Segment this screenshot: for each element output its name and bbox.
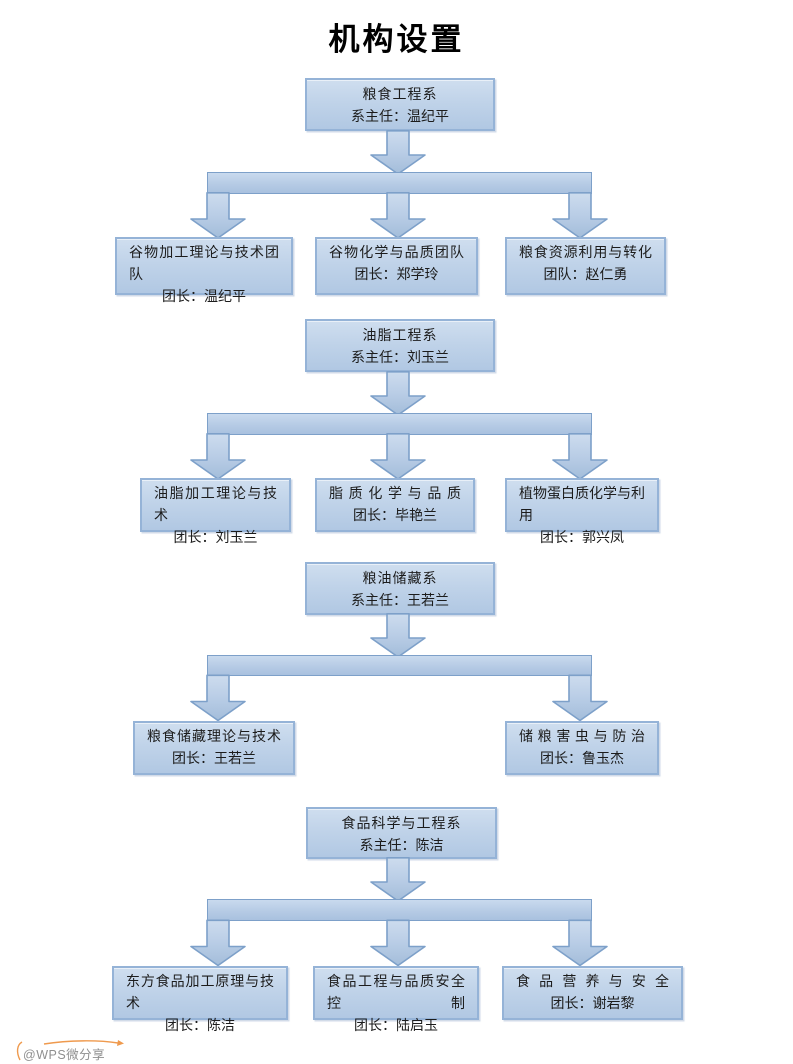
team-box: 脂质化学与品质 团长：毕艳兰: [315, 478, 475, 532]
down-arrow-icon: [370, 192, 426, 239]
team-box: 谷物加工理论与技术团队 团长：温纪平: [115, 237, 293, 305]
team-name: 粮食资源利用与转化: [519, 246, 652, 261]
connector-bar: [207, 899, 592, 921]
team-box: 粮食储藏理论与技术 团长：王若兰: [133, 721, 295, 775]
team-leader-label: 团长：郭兴凤: [540, 531, 624, 546]
down-arrow-icon: [552, 919, 608, 967]
team-leader-label: 团长：郑学玲: [354, 268, 439, 283]
team-box: 储粮害虫与防治 团长：鲁玉杰: [505, 721, 659, 775]
down-arrow-icon: [370, 371, 426, 416]
dept-box: 食品科学与工程系 系主任：陈洁: [306, 807, 497, 859]
down-arrow-icon: [190, 674, 246, 722]
connector-bar: [207, 172, 592, 194]
team-box: 油脂加工理论与技术 团长：刘玉兰: [140, 478, 291, 546]
team-name: 食品工程与品质安全控制: [327, 975, 465, 1012]
down-arrow-icon: [370, 857, 426, 902]
watermark-text: @WPS微分享: [23, 1048, 106, 1062]
down-arrow-icon: [190, 433, 246, 480]
team-box: 谷物化学与品质团队 团长：郑学玲: [315, 237, 478, 295]
team-leader-label: 团长：陈洁: [165, 1019, 235, 1034]
down-arrow-icon: [552, 433, 608, 480]
dept-head-label: 系主任：王若兰: [351, 594, 449, 609]
team-name: 谷物加工理论与技术团队: [129, 246, 279, 283]
team-leader-label: 团长：陆启玉: [354, 1019, 438, 1034]
team-leader-label: 团长：谢岩黎: [550, 997, 635, 1012]
down-arrow-icon: [370, 433, 426, 480]
dept-head-label: 系主任：陈洁: [359, 839, 444, 854]
down-arrow-icon: [190, 919, 246, 967]
team-leader-label: 团长：温纪平: [162, 290, 246, 305]
down-arrow-icon: [370, 919, 426, 967]
team-name: 粮食储藏理论与技术: [147, 730, 281, 745]
team-name: 储粮害虫与防治: [519, 730, 645, 745]
down-arrow-icon: [370, 613, 426, 658]
team-box: 粮食资源利用与转化 团队：赵仁勇: [505, 237, 666, 295]
down-arrow-icon: [190, 192, 246, 239]
watermark-swoosh-icon: [16, 1040, 124, 1061]
dept-name: 粮食工程系: [362, 88, 438, 103]
down-arrow-icon: [552, 674, 608, 722]
team-leader-label: 团长：毕艳兰: [353, 509, 437, 524]
dept-head-label: 系主任：刘玉兰: [351, 351, 449, 366]
team-name: 食品营养与安全: [516, 975, 669, 990]
dept-name: 食品科学与工程系: [341, 817, 462, 832]
dept-name: 粮油储藏系: [362, 572, 438, 587]
team-box: 食品营养与安全 团长：谢岩黎: [502, 966, 683, 1020]
watermark: @WPS微分享: [14, 1040, 144, 1064]
team-leader-label: 团长：刘玉兰: [173, 531, 258, 546]
dept-name: 油脂工程系: [362, 329, 438, 344]
dept-box: 油脂工程系 系主任：刘玉兰: [305, 319, 495, 372]
team-leader-label: 团长：鲁玉杰: [540, 752, 624, 767]
team-leader-label: 团长：王若兰: [172, 752, 256, 767]
dept-head-label: 系主任：温纪平: [351, 110, 449, 125]
team-box: 食品工程与品质安全控制 团长：陆启玉: [313, 966, 479, 1034]
team-box: 植物蛋白质化学与利用 团长：郭兴凤: [505, 478, 659, 546]
connector-bar: [207, 413, 592, 435]
team-name: 油脂加工理论与技术: [154, 487, 277, 524]
connector-bar: [207, 655, 592, 676]
team-leader-label: 团队：赵仁勇: [543, 268, 628, 283]
page-title: 机构设置: [328, 22, 465, 57]
team-name: 谷物化学与品质团队: [329, 246, 464, 261]
team-name: 植物蛋白质化学与利用: [519, 487, 645, 524]
team-name: 东方食品加工原理与技术: [126, 975, 274, 1012]
dept-box: 粮食工程系 系主任：温纪平: [305, 78, 495, 131]
team-name: 脂质化学与品质: [329, 487, 461, 502]
down-arrow-icon: [370, 130, 426, 175]
down-arrow-icon: [552, 192, 608, 239]
team-box: 东方食品加工原理与技术 团长：陈洁: [112, 966, 288, 1034]
dept-box: 粮油储藏系 系主任：王若兰: [305, 562, 495, 615]
